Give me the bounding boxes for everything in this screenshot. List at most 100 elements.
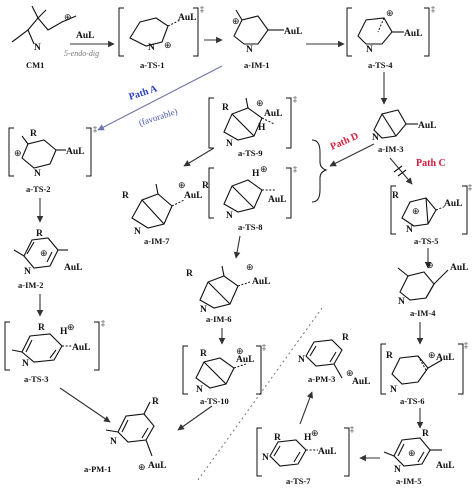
atom-aul: AuL <box>184 191 202 201</box>
plus-charge: ⊕ <box>40 248 48 258</box>
label-a-im-2: a-IM-2 <box>18 280 44 290</box>
atom-n: N <box>196 385 203 395</box>
atom-aul: AuL <box>404 29 422 39</box>
annotation-path-a: Path A <box>128 83 160 103</box>
atom-h: H <box>258 123 266 133</box>
plus-charge: ⊕ <box>164 40 172 50</box>
arrow-path-d <box>329 143 375 167</box>
label-a-ts-5: a-TS-5 <box>414 236 439 246</box>
label-a-im-1: a-IM-1 <box>244 60 270 70</box>
label-a-ts-3: a-TS-3 <box>24 374 49 384</box>
atom-n: N <box>398 297 405 307</box>
atom-aul: AuL <box>64 263 82 273</box>
arrow-ts8-to-im6 <box>233 235 241 259</box>
atom-aul: AuL <box>318 447 336 457</box>
atom-r: R <box>30 129 37 139</box>
dagger-symbol: ‡ <box>101 319 105 328</box>
structure-a-im-3: AuL N a-IM-3 <box>372 109 436 154</box>
structure-a-im-7: R ⊕ AuL N a-IM-7 <box>122 180 202 246</box>
plus-charge: ⊕ <box>14 148 22 158</box>
atom-n: N <box>262 453 269 463</box>
atom-aul: AuL <box>76 31 94 41</box>
annotation-5-endo-dig: 5-endo-dig <box>64 49 99 58</box>
structure-cm1: N ⊕ AuL CM1 <box>11 5 94 70</box>
plus-charge: ⊕ <box>246 262 254 272</box>
dagger-symbol: ‡ <box>262 343 266 352</box>
atom-aul: AuL <box>178 13 196 23</box>
atom-n: N <box>390 385 397 395</box>
atom-n: N <box>226 139 233 149</box>
label-a-im-7: a-IM-7 <box>144 236 170 246</box>
plus-charge: ⊕ <box>64 12 72 22</box>
dagger-symbol: ‡ <box>350 425 354 434</box>
atom-n: N <box>394 465 401 475</box>
dagger-symbol: ‡ <box>93 125 97 134</box>
annotation-favorable: (favorable) <box>138 106 179 128</box>
arrow-path-a <box>97 65 223 131</box>
atom-aul: AuL <box>418 121 436 131</box>
atom-aul: AuL <box>436 461 454 471</box>
atom-n: N <box>34 43 41 53</box>
atom-h: H <box>60 327 68 337</box>
arrow-ts9-to-im7 <box>183 147 215 167</box>
atom-r: R <box>386 351 393 361</box>
label-a-ts-6: a-TS-6 <box>400 396 425 406</box>
dagger-symbol: ‡ <box>464 341 468 350</box>
label-a-im-5: a-IM-5 <box>396 476 422 486</box>
label-a-ts-9: a-TS-9 <box>238 148 263 158</box>
label-a-pm-1: a-PM-1 <box>84 464 111 474</box>
plus-charge: ⊕ <box>311 428 319 438</box>
atom-n: N <box>372 133 379 143</box>
atom-r: R <box>122 191 129 201</box>
atom-n: N <box>200 305 207 315</box>
dagger-symbol: ‡ <box>431 5 435 14</box>
plus-charge: ⊕ <box>386 8 394 18</box>
atom-r: R <box>186 269 193 279</box>
structure-a-ts-4: ‡ AuL N ⊕ a-TS-4 <box>346 5 435 70</box>
plus-charge: ⊕ <box>138 462 146 472</box>
arrow-path-c <box>389 157 413 185</box>
atom-aul: AuL <box>236 355 254 365</box>
atom-aul: AuL <box>436 353 454 363</box>
label-a-ts-1: a-TS-1 <box>140 60 165 70</box>
atom-h: H <box>304 433 312 443</box>
atom-n: N <box>246 45 253 55</box>
dagger-symbol: ‡ <box>293 165 297 174</box>
plus-charge: ⊕ <box>232 16 240 26</box>
atom-aul: AuL <box>148 461 166 471</box>
dagger-symbol: ‡ <box>293 95 297 104</box>
atom-r: R <box>222 103 229 113</box>
structure-a-pm-1: R N ⊕ AuL a-PM-1 <box>84 397 166 474</box>
atom-n: N <box>406 225 413 235</box>
atom-aul: AuL <box>352 377 370 387</box>
label-a-ts-10: a-TS-10 <box>200 396 229 406</box>
structure-a-ts-9: ‡ R H ⊕ AuL N a-TS-9 <box>208 95 297 158</box>
atom-n: N <box>22 359 29 369</box>
dagger-symbol: ‡ <box>200 5 204 14</box>
atom-r: R <box>152 397 159 407</box>
plus-charge: ⊕ <box>408 448 416 458</box>
label-a-ts-4: a-TS-4 <box>368 60 393 70</box>
atom-n: N <box>366 45 373 55</box>
plus-charge: ⊕ <box>346 368 354 378</box>
atom-n: N <box>24 267 31 277</box>
structure-a-ts-1: ‡ AuL N ⊕ a-TS-1 <box>118 5 204 70</box>
atom-r: R <box>342 333 349 343</box>
plus-charge: ⊕ <box>178 180 186 190</box>
arrow-ts10-to-pm1 <box>177 405 213 431</box>
atom-r: R <box>38 323 45 333</box>
structure-a-im-5: R ⊕ AuL N a-IM-5 <box>383 429 454 486</box>
plus-charge: ⊕ <box>67 322 75 332</box>
label-a-im-4: a-IM-4 <box>410 308 436 318</box>
atom-aul: AuL <box>264 109 282 119</box>
arrow-ts7-to-pm3 <box>299 391 314 425</box>
structure-a-ts-8: ‡ R H ⊕ AuL N a-TS-8 <box>202 164 297 232</box>
atom-h: H <box>252 169 260 179</box>
atom-r: R <box>200 349 207 359</box>
structure-a-im-4: AuL ⊕ N a-IM-4 <box>397 260 468 318</box>
plus-charge: ⊕ <box>412 206 420 216</box>
dagger-symbol: ‡ <box>468 183 472 192</box>
brace-ts9-ts8 <box>311 139 328 203</box>
atom-n: N <box>148 43 155 53</box>
